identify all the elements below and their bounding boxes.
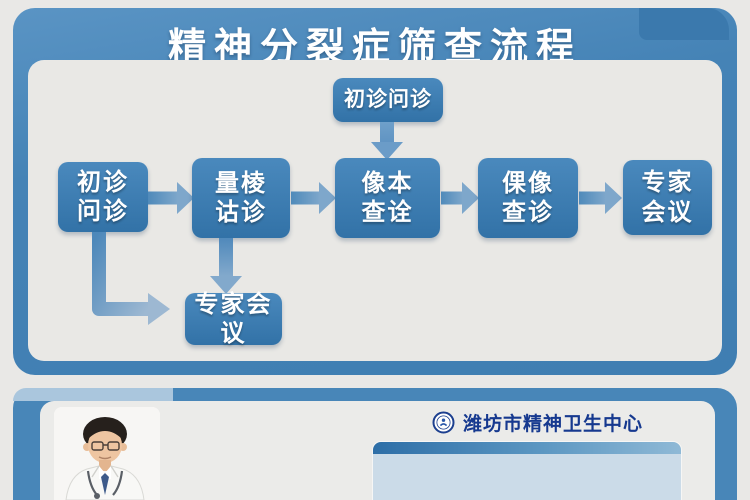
arrow-right-2 bbox=[291, 182, 336, 214]
flow-box-branch-expert-meeting: 专家会议 bbox=[185, 291, 282, 347]
presenter-panel: 潍坊市精神卫生中心 bbox=[13, 388, 737, 500]
org-name: 潍坊市精神卫生中心 bbox=[463, 414, 644, 435]
panel-corner-shade bbox=[639, 8, 729, 40]
presenter-canvas: 潍坊市精神卫生中心 bbox=[40, 401, 715, 500]
flow-box-1: 初诊 问诊 bbox=[58, 162, 148, 232]
flow-box-label: 倮像 bbox=[502, 169, 554, 197]
flow-box-4: 倮像 查诊 bbox=[478, 158, 578, 238]
flow-box-top-intake: 初诊问诊 bbox=[333, 78, 443, 122]
elbow-connector-box1-to-branch bbox=[92, 232, 170, 325]
flow-box-label: 量棱 bbox=[215, 169, 267, 197]
arrow-right-1 bbox=[148, 182, 194, 214]
flow-box-3: 像本 查诠 bbox=[335, 158, 440, 238]
arrow-head bbox=[319, 182, 336, 214]
arrow-head bbox=[210, 276, 242, 294]
arrow-down-from-box-2 bbox=[204, 238, 248, 294]
flow-box-label: 问诊 bbox=[77, 198, 129, 225]
doctor-illustration bbox=[54, 407, 160, 500]
hospital-emblem-icon bbox=[432, 411, 455, 434]
flow-box-label: 查诊 bbox=[502, 199, 554, 226]
arrow-head bbox=[462, 182, 479, 214]
info-card-body bbox=[373, 454, 681, 500]
arrow-shaft bbox=[291, 191, 320, 205]
arrow-shaft bbox=[219, 238, 233, 276]
arrow-right-3 bbox=[441, 182, 479, 214]
info-card bbox=[373, 442, 681, 500]
arrow-down-from-top-box bbox=[365, 122, 409, 160]
panel-corner-highlight bbox=[13, 388, 173, 401]
flowchart-panel: 精神分裂症筛查流程 初诊问诊 初诊 问诊 量棱 诂诊 bbox=[13, 8, 737, 375]
flow-box-label: 专家 bbox=[641, 169, 694, 197]
flowchart-canvas: 初诊问诊 初诊 问诊 量棱 诂诊 bbox=[28, 60, 722, 361]
org-row: 潍坊市精神卫生中心 bbox=[432, 409, 643, 436]
flow-box-2: 量棱 诂诊 bbox=[192, 158, 290, 238]
flow-box-label: 查诠 bbox=[361, 199, 414, 226]
arrow-shaft bbox=[579, 191, 606, 205]
doctor-photo bbox=[54, 407, 160, 500]
flow-box-label: 专家会议 bbox=[194, 290, 273, 347]
arrow-head bbox=[177, 182, 194, 214]
arrow-head bbox=[605, 182, 622, 214]
flow-box-label: 会议 bbox=[641, 198, 694, 226]
arrow-shaft bbox=[441, 191, 463, 205]
flow-box-label: 初诊问诊 bbox=[344, 88, 432, 112]
arrow-head bbox=[371, 142, 403, 160]
flow-box-5: 专家 会议 bbox=[623, 160, 712, 235]
info-card-header bbox=[373, 442, 681, 454]
flow-box-label: 初诊 bbox=[77, 168, 129, 196]
arrow-shaft bbox=[380, 122, 394, 144]
arrow-shaft bbox=[148, 191, 178, 205]
flow-box-label: 诂诊 bbox=[215, 199, 267, 226]
arrow-right-4 bbox=[579, 182, 622, 214]
flow-box-label: 像本 bbox=[361, 169, 414, 197]
